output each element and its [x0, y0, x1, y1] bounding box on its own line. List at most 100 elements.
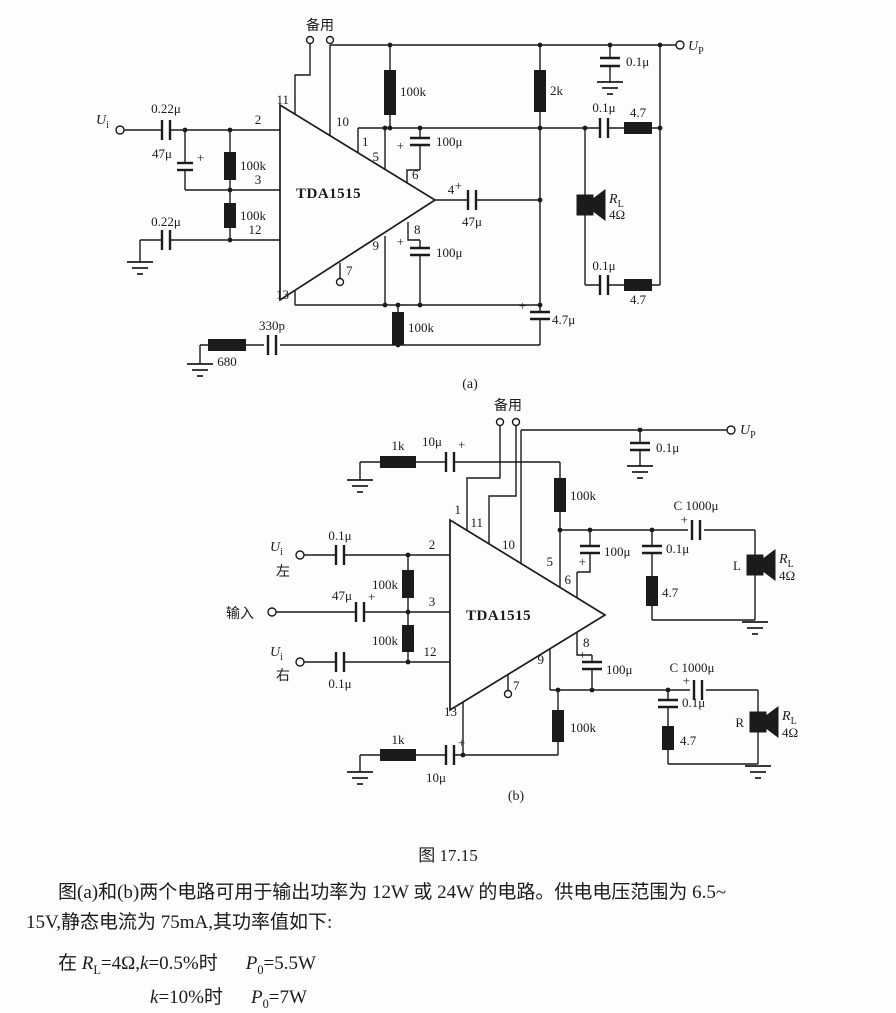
- speaker-right-b: [749, 706, 779, 738]
- speaker-left-b: [746, 549, 776, 581]
- pin-13-a: 13: [276, 287, 289, 302]
- pin-13-b: 13: [444, 704, 457, 719]
- label-r-fb-bot2-b: 100k: [570, 720, 597, 735]
- label-input-mid-b: 输入: [226, 606, 254, 622]
- capacitor-boot-right-100u-b: [582, 660, 602, 671]
- plus-c-bias-a: +: [197, 150, 204, 165]
- capacitor-input-right-b: [334, 652, 346, 672]
- plus-c-out-left-b: +: [681, 512, 688, 527]
- speaker-left-r-b: R: [778, 552, 788, 567]
- plus-c-bias-b: +: [368, 589, 375, 604]
- label-c-in-left-b: 0.1μ: [328, 528, 351, 543]
- spec2-p-sub: 0: [262, 996, 269, 1011]
- label-r-bias-top-b: 100k: [372, 577, 399, 592]
- input-right-u-b: U: [270, 645, 281, 660]
- label-c-fb-top-b: 10μ: [422, 434, 442, 449]
- label-r-zobel-right-b: 4.7: [680, 733, 697, 748]
- label-supply-up-b: UP: [740, 423, 756, 441]
- sublabel-a: (a): [462, 377, 478, 392]
- label-c-dec-a: 0.1μ: [626, 54, 649, 69]
- caption-block: 图 17.15 图(a)和(b)两个电路可用于输出功率为 12W 或 24W 的…: [0, 815, 896, 1012]
- ground-left-channel-b: [742, 621, 768, 635]
- label-c-zobel-right-b: 0.1μ: [682, 695, 705, 710]
- label-c-out-left-b: C 1000μ: [674, 498, 719, 513]
- spec1-cond: =0.5%时: [148, 953, 218, 974]
- label-supply-up-a: UP: [688, 39, 704, 57]
- resistor-feedback-bottom-100k-b: [552, 710, 564, 742]
- input-left-u-b: U: [270, 540, 281, 555]
- pin-3-a: 3: [255, 172, 262, 187]
- pin-8-b: 8: [583, 635, 590, 650]
- schematic-canvas: TDA1515: [96, 17, 798, 804]
- pin-5-a: 5: [373, 149, 380, 164]
- capacitor-input-top-a: [160, 120, 172, 140]
- label-c-boot-bot-a: 100μ: [436, 245, 463, 260]
- resistor-zobel-top-4.7-a: [624, 122, 652, 134]
- pin-6-a: 6: [412, 167, 419, 182]
- pin-11-b: 11: [470, 515, 483, 530]
- ground-decoupling-b: [627, 465, 653, 479]
- pin-2-a: 2: [255, 112, 262, 127]
- capacitor-boot-left-100u-b: [580, 544, 600, 555]
- label-speaker-left-ohm-b: 4Ω: [779, 568, 795, 583]
- resistor-bias-top-100k-b: [402, 570, 414, 598]
- capacitor-decoupling-a: [600, 56, 620, 68]
- label-c-boot-top-a: 100μ: [436, 134, 463, 149]
- capacitor-feedback-bottom-10u-b: [444, 745, 456, 765]
- resistor-2k-a: [534, 70, 546, 112]
- label-spare-b: 备用: [494, 397, 522, 414]
- label-speaker-right-ohm-b: 4Ω: [782, 725, 798, 740]
- label-c-in-bot-a: 0.22μ: [151, 214, 181, 229]
- label-input-ui-a: Ui: [96, 113, 109, 131]
- speaker-right-r-sub-b: L: [791, 716, 797, 727]
- supply-u-sub-a: P: [698, 46, 704, 57]
- plus-c-out-a: +: [455, 178, 462, 193]
- plus-c-boot-right-b: +: [579, 647, 586, 662]
- spec2-cond: =10%时: [158, 986, 223, 1008]
- label-c-in-right-b: 0.1μ: [328, 676, 351, 691]
- label-r-zobel-bot-a: 4.7: [630, 292, 647, 307]
- pin7-terminal-b: [503, 689, 513, 699]
- spec1-k: k: [140, 953, 149, 974]
- label-speaker-left-rl-b: RL: [778, 552, 794, 570]
- capacitor-zobel-bottom-a: [598, 275, 610, 295]
- label-c-zobel-top-a: 0.1μ: [592, 100, 615, 115]
- label-c-bias-a: 47μ: [152, 146, 172, 161]
- pin-12-b: 12: [424, 644, 437, 659]
- spare-terminal-1-b: [495, 417, 505, 427]
- label-r-comp-a: 680: [217, 354, 237, 369]
- label-c-fb-a: 4.7μ: [552, 312, 575, 327]
- label-r-bias-top-a: 100k: [240, 158, 267, 173]
- capacitor-330p-a: [266, 335, 278, 355]
- resistor-bias-bottom-100k-b: [402, 625, 414, 652]
- pin-10-b: 10: [502, 537, 515, 552]
- label-r-fb-top2-b: 100k: [570, 488, 597, 503]
- label-input-left-ui-b: Ui: [270, 540, 283, 558]
- label-c-comp-a: 330p: [259, 318, 285, 333]
- plus-c-boot-top-a: +: [397, 138, 404, 153]
- label-c-boot-left-b: 100μ: [604, 544, 631, 559]
- label-r-2k-a: 2k: [550, 83, 564, 98]
- resistor-bias-bottom-100k-a: [224, 203, 236, 228]
- input-u-sub-a: i: [106, 120, 109, 131]
- pin-6-b: 6: [565, 572, 572, 587]
- label-c-bias-b: 47μ: [332, 588, 352, 603]
- label-spare-a: 备用: [306, 17, 334, 34]
- label-c-out-right-b: C 1000μ: [670, 660, 715, 675]
- ic-label-b: TDA1515: [466, 608, 531, 624]
- label-c-out-a: 47μ: [462, 214, 482, 229]
- label-speaker-left-chan-b: L: [733, 558, 741, 573]
- capacitor-zobel-top-a: [598, 118, 610, 138]
- label-speaker-rl-a: RL: [608, 192, 624, 210]
- label-speaker-ohm-a: 4Ω: [609, 207, 625, 222]
- input-u-a: U: [96, 113, 107, 128]
- speaker-r-sub-a: L: [618, 199, 624, 210]
- label-input-left-chan-b: 左: [276, 564, 290, 580]
- resistor-feedback-top-1k-b: [380, 456, 416, 468]
- pin-10-a: 10: [336, 114, 349, 129]
- pin-5-b: 5: [547, 554, 554, 569]
- resistor-680-a: [208, 339, 246, 351]
- label-r-bias-bot-b: 100k: [372, 633, 399, 648]
- capacitor-bias-47u-b: [354, 602, 366, 622]
- input-mid-terminal-b: [267, 607, 277, 617]
